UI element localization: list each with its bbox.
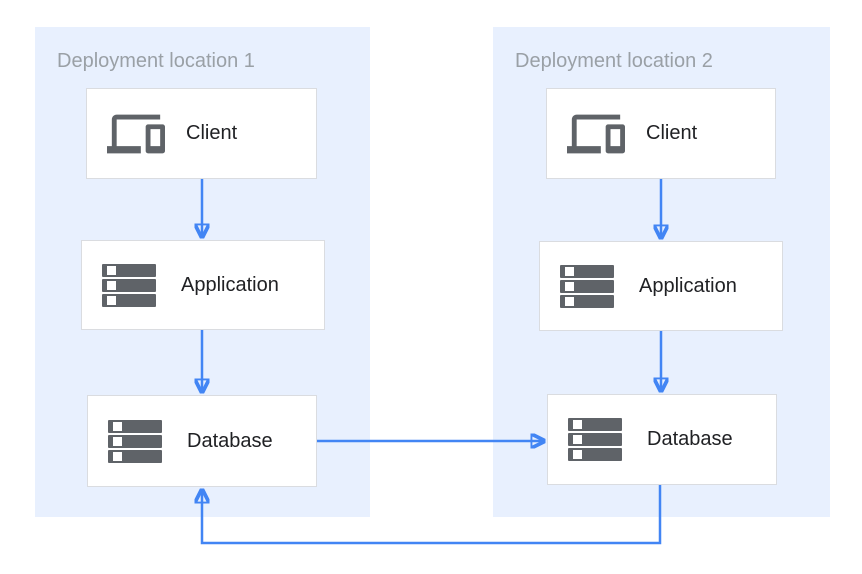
- node-application-2: Application: [539, 241, 783, 331]
- node-client-2: Client: [546, 88, 776, 179]
- server-stack-icon: [560, 264, 620, 308]
- zone-title: Deployment location 1: [57, 50, 255, 72]
- devices-icon: [107, 109, 167, 159]
- server-stack-icon: [108, 419, 168, 463]
- node-database-2: Database: [547, 394, 777, 485]
- server-stack-icon: [102, 263, 162, 307]
- server-stack-icon: [568, 418, 628, 461]
- node-database-1: Database: [87, 395, 317, 487]
- node-label: Database: [187, 429, 273, 452]
- node-label: Client: [646, 122, 698, 144]
- zone-title: Deployment location 2: [515, 50, 713, 72]
- node-client-1: Client: [86, 88, 317, 179]
- node-label: Database: [647, 428, 733, 450]
- node-label: Application: [181, 273, 279, 296]
- node-label: Application: [639, 274, 737, 297]
- node-application-1: Application: [81, 240, 325, 330]
- devices-icon: [567, 109, 627, 159]
- node-label: Client: [186, 122, 238, 144]
